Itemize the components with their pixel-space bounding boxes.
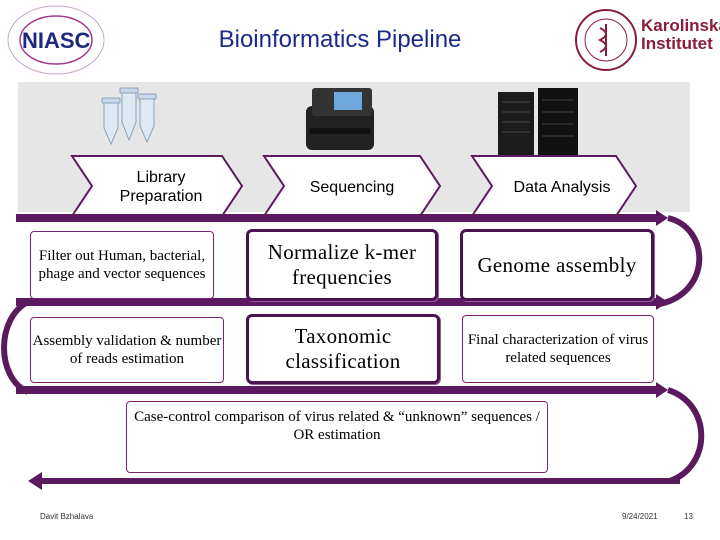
karolinska-seal-icon xyxy=(574,8,638,72)
arrow-row1 xyxy=(16,214,660,222)
stage-label-library: Library Preparation xyxy=(119,169,203,205)
footer-author: Davit Bzhalava xyxy=(40,512,94,521)
connector-right-bottom xyxy=(666,387,705,484)
arrow-row3 xyxy=(16,386,660,394)
niasc-logo: NIASC xyxy=(4,2,108,78)
step-taxonomic: Taxonomic classification xyxy=(246,314,440,384)
step-final: Final characterization of virus related … xyxy=(462,315,654,383)
step-normalize: Normalize k-mer frequencies xyxy=(246,229,438,301)
step-validation: Assembly validation & number of reads es… xyxy=(30,317,224,383)
footer-page-number: 13 xyxy=(684,512,693,521)
server-rack-icon xyxy=(496,88,580,160)
footer-date: 9/24/2021 xyxy=(622,512,658,521)
stage-label-analysis: Data Analysis xyxy=(513,178,611,196)
sequencer-icon xyxy=(298,84,382,156)
connector-right-top xyxy=(659,215,703,307)
karolinska-name-line1: Karolinska xyxy=(641,16,720,35)
niasc-name: NIASC xyxy=(22,28,91,53)
stage-label-sequencing: Sequencing xyxy=(309,178,395,196)
page-title: Bioinformatics Pipeline xyxy=(218,26,462,53)
karolinska-name-line2: Institutet xyxy=(641,34,713,53)
arrow-row2 xyxy=(16,298,660,306)
step-genome: Genome assembly xyxy=(460,229,654,301)
step-case-control: Case-control comparison of virus related… xyxy=(126,401,548,473)
step-filter: Filter out Human, bacterial, phage and v… xyxy=(30,231,214,299)
test-tubes-icon xyxy=(98,84,162,154)
connector-left-mid xyxy=(1,299,30,395)
arrow-row4 xyxy=(40,478,680,484)
